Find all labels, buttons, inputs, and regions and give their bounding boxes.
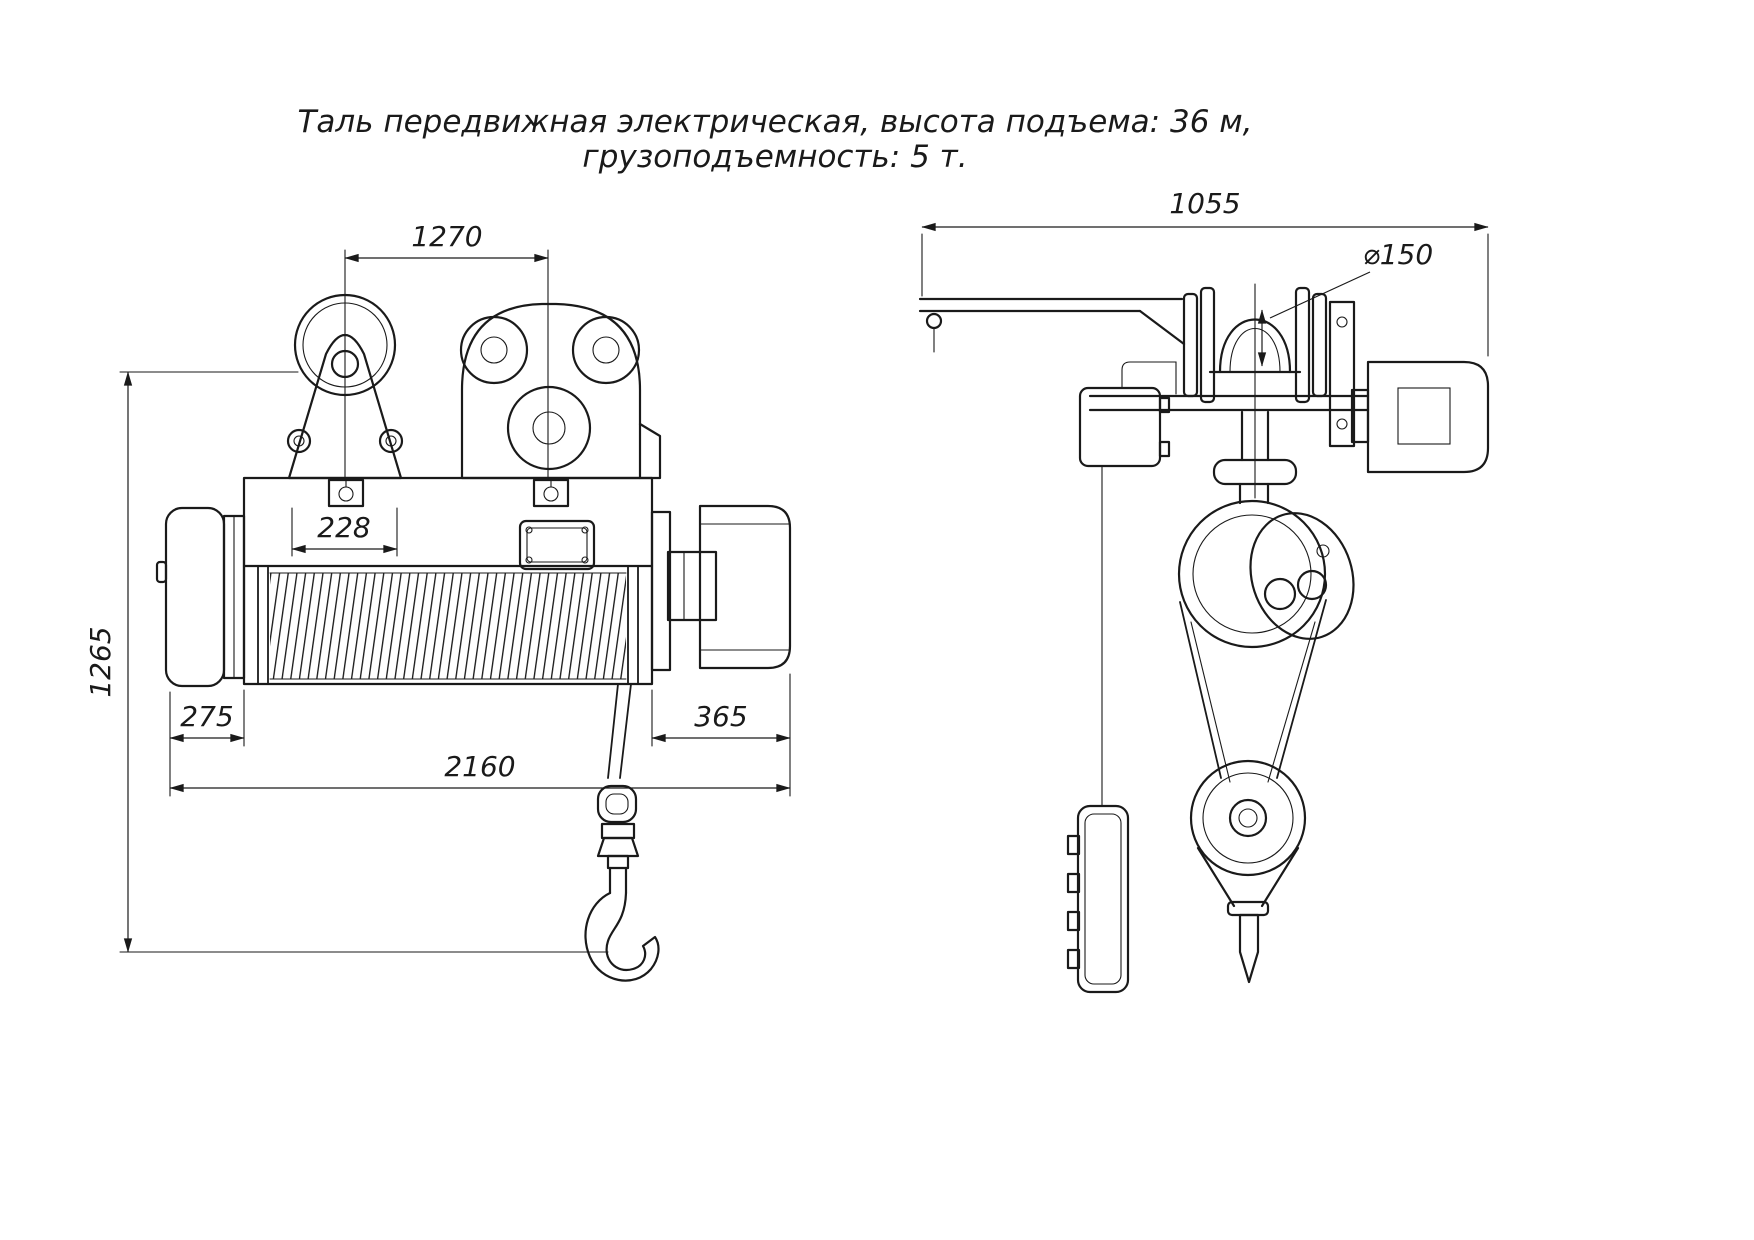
front-view-dimensions: 1270 228 1265 275 365 2160 — [84, 220, 791, 953]
hoist-motor — [650, 504, 792, 672]
front-view: 1270 228 1265 275 365 2160 — [84, 220, 792, 982]
dim-right-overhang: 365 — [694, 700, 747, 733]
pendant-button — [1066, 834, 1081, 856]
nameplate — [518, 519, 596, 571]
hoist-body — [242, 476, 654, 686]
dim-trolley-spacing: 1270 — [411, 220, 482, 253]
dim-left-overhang: 275 — [180, 700, 233, 733]
travel-wheel-assembly — [1088, 283, 1370, 499]
dim-overall-length: 2160 — [444, 750, 515, 783]
hook-front — [584, 891, 660, 982]
pendant-control — [1066, 804, 1130, 994]
pendant-button — [1066, 948, 1081, 970]
trolley-main — [459, 302, 662, 480]
side-view: 1055 ⌀150 — [918, 187, 1490, 994]
rope-drum-coil — [269, 572, 627, 680]
title-line-1: Таль передвижная электрическая, высота п… — [297, 104, 1252, 140]
lower-hook-block — [1189, 759, 1307, 984]
beam-end-pin — [925, 312, 943, 330]
hook-side — [1238, 913, 1260, 984]
suspension-plate-right — [532, 478, 570, 508]
dim-overall-height: 1265 — [84, 626, 117, 697]
dim-overall-width: 1055 — [1169, 187, 1240, 220]
pendant-button — [1066, 910, 1081, 932]
side-view-dimensions: 1055 ⌀150 — [921, 187, 1489, 367]
travel-motor — [1350, 360, 1490, 474]
drawing-title: Таль передвижная электрическая, высота п… — [297, 104, 1252, 175]
hoist-ropes — [1179, 599, 1327, 783]
title-line-2: грузоподъемность: 5 т. — [582, 139, 967, 175]
travel-wheel — [1218, 318, 1292, 374]
upper-sheave — [1177, 499, 1327, 649]
control-box — [1078, 361, 1177, 807]
dim-suspension-offset: 228 — [317, 511, 370, 544]
upper-rope-block — [1177, 410, 1355, 649]
support-beam — [918, 297, 1186, 353]
hook-assembly-front — [584, 683, 660, 982]
pendant-button — [1066, 872, 1081, 894]
endcap — [155, 506, 246, 688]
dim-wheel-diameter: ⌀150 — [1363, 238, 1433, 271]
suspension-plate-left — [327, 478, 365, 508]
